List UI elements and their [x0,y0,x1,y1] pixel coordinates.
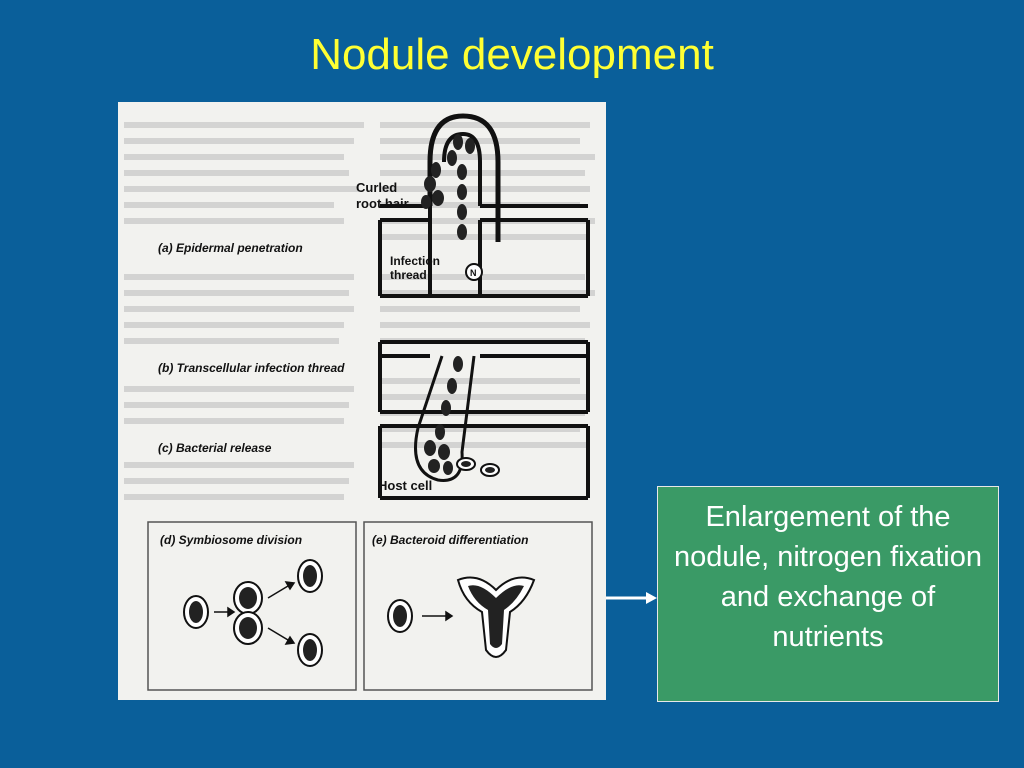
bacteria-in-thread [424,356,463,475]
right-arrow-icon [606,592,657,604]
caption-e: (e) Bacteroid differentiation [372,533,528,547]
curled-root-hair-label-2: root hair [356,196,409,211]
released-bacteria [456,457,500,477]
nodule-marker-icon [465,263,483,281]
curled-root-hair-label-1: Curled [356,180,397,195]
infection-thread-label-1: Infection [390,254,440,268]
differentiation-arrow [422,610,454,622]
caption-c: (c) Bacterial release [158,441,272,455]
bacteroid-cells [387,576,536,658]
bacteria-cluster-root-hair [421,134,475,240]
background-text-right [380,122,595,448]
infection-thread-label-2: thread [390,268,427,282]
caption-a: (a) Epidermal penetration [158,241,303,255]
division-arrows [214,581,296,645]
transcellular-thread-diagram [378,340,590,500]
caption-d: (d) Symbiosome division [160,533,302,547]
nodule-development-figure: N Curled root hair Infection thread (a) … [118,102,606,700]
root-hair-diagram [378,113,590,298]
symbiosome-cells [183,559,323,667]
bacteroid-panel [363,521,593,691]
caption-b: (b) Transcellular infection thread [158,361,345,375]
symbiosome-panel [147,521,357,691]
background-text-left [124,122,364,500]
callout-text: Enlargement of the nodule, nitrogen fixa… [674,501,982,653]
nodule-marker-label: N [470,268,477,278]
callout-box: Enlargement of the nodule, nitrogen fixa… [657,486,999,702]
slide-title: Nodule development [310,30,714,79]
host-cell-label: Host cell [378,478,432,493]
